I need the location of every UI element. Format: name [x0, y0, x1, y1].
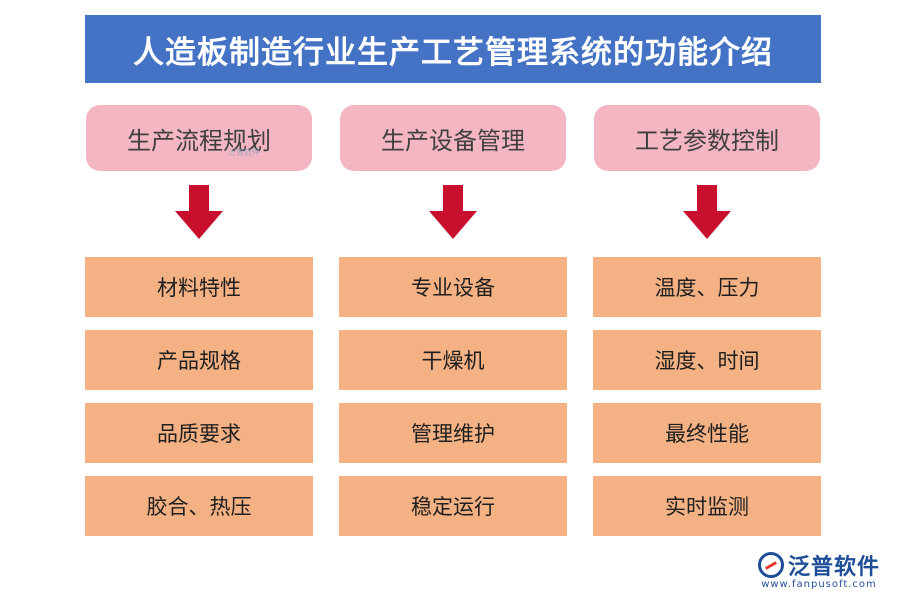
column-header: 工艺参数控制 — [594, 105, 820, 171]
page-title: 人造板制造行业生产工艺管理系统的功能介绍 — [85, 15, 821, 83]
list-item: 材料特性 — [85, 257, 313, 317]
watermark-url: www.fanpusoft.com — [761, 579, 877, 590]
fanpu-logo-icon — [757, 552, 784, 578]
list-item: 湿度、时间 — [593, 330, 821, 390]
list-item: 专业设备 — [339, 257, 567, 317]
brand-watermark: 泛普软件 www.fanpusoft.com — [757, 549, 880, 590]
column-header-label: 生产流程规划 — [127, 126, 271, 155]
column-header-label: 工艺参数控制 — [635, 126, 779, 155]
down-arrow-icon — [683, 185, 731, 241]
list-item: 管理维护 — [339, 403, 567, 463]
down-arrow-icon — [429, 185, 477, 241]
list-item: 最终性能 — [593, 403, 821, 463]
list-item: 品质要求 — [85, 403, 313, 463]
watermark-brand: 泛普软件 — [787, 555, 880, 580]
list-item: 产品规格 — [85, 330, 313, 390]
list-item: 实时监测 — [593, 476, 821, 536]
list-item: 稳定运行 — [339, 476, 567, 536]
mini-watermark: 泛普软件 — [228, 148, 260, 157]
column-header: 生产流程规划 泛普软件 — [86, 105, 312, 171]
list-item: 胶合、热压 — [85, 476, 313, 536]
column-parameter-control: 工艺参数控制 温度、压力 湿度、时间 最终性能 实时监测 — [593, 105, 821, 549]
column-header-label: 生产设备管理 — [381, 126, 525, 155]
list-item: 干燥机 — [339, 330, 567, 390]
list-item: 温度、压力 — [593, 257, 821, 317]
column-equipment-management: 生产设备管理 专业设备 干燥机 管理维护 稳定运行 — [339, 105, 567, 549]
down-arrow-icon — [175, 185, 223, 241]
column-process-planning: 生产流程规划 泛普软件 材料特性 产品规格 品质要求 胶合、热压 — [85, 105, 313, 549]
column-header: 生产设备管理 — [340, 105, 566, 171]
